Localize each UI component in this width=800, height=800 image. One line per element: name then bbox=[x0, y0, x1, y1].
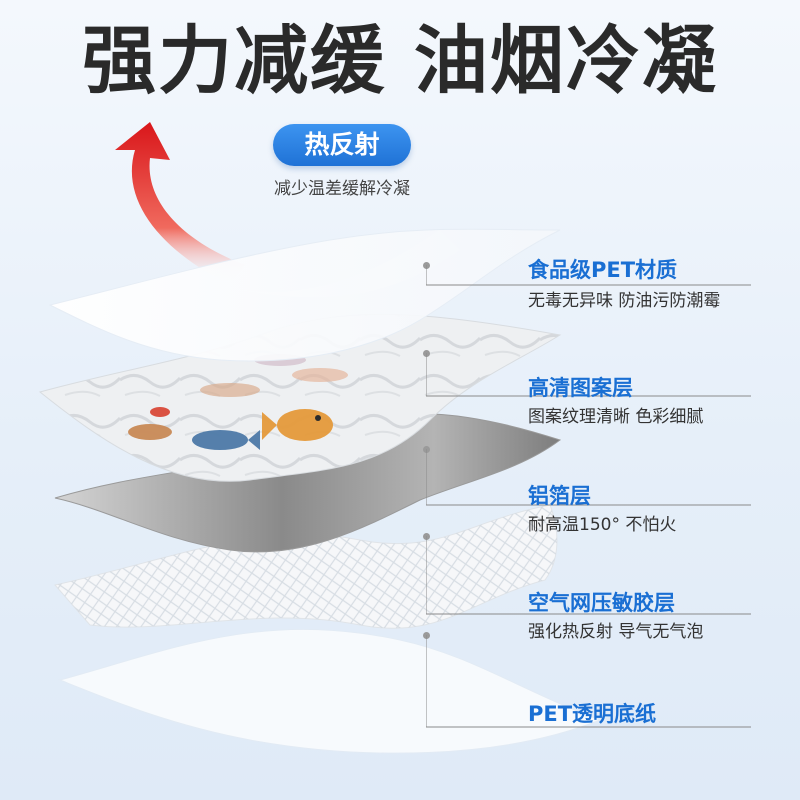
heat-reflect-arrow bbox=[115, 122, 245, 285]
label-desc: 无毒无异味 防油污防潮霉 bbox=[528, 291, 721, 311]
layer-pet-base bbox=[58, 628, 602, 754]
leader-line bbox=[426, 353, 751, 397]
label-title: 铝箔层 bbox=[528, 484, 591, 508]
layer-pet-top bbox=[48, 228, 561, 362]
label-desc: 强化热反射 导气无气泡 bbox=[528, 622, 704, 642]
leader-line bbox=[426, 536, 751, 615]
heat-reflect-subtitle: 减少温差缓解冷凝 bbox=[274, 179, 410, 199]
heat-reflect-badge: 热反射 bbox=[273, 124, 411, 166]
headline: 强力减缓 油烟冷凝 bbox=[82, 18, 718, 104]
label-title: 食品级PET材质 bbox=[528, 258, 678, 282]
label-desc: 耐高温150° 不怕火 bbox=[528, 515, 677, 535]
label-title: 空气网压敏胶层 bbox=[528, 591, 675, 615]
leader-line bbox=[426, 449, 751, 506]
label-desc: 图案纹理清晰 色彩细腻 bbox=[528, 407, 704, 427]
leader-line bbox=[426, 635, 751, 728]
label-title: 高清图案层 bbox=[528, 376, 633, 400]
leader-line bbox=[426, 265, 751, 286]
label-title: PET透明底纸 bbox=[528, 702, 657, 726]
